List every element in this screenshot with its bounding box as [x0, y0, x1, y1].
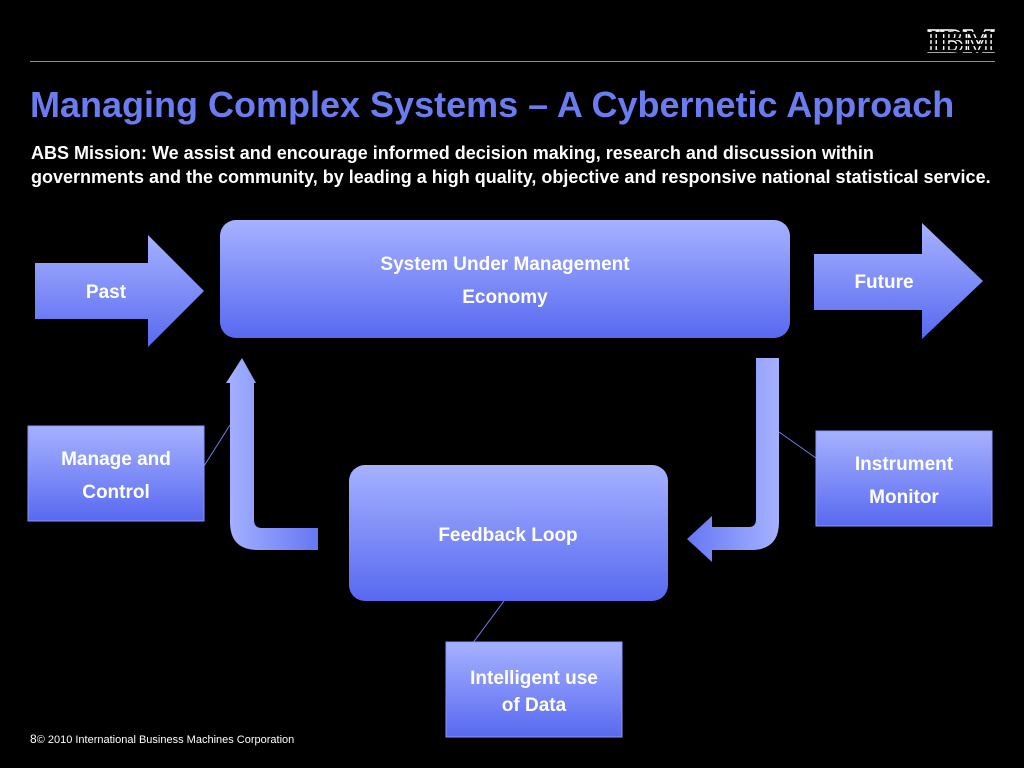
logo-stripes	[922, 25, 1000, 53]
future-label: Future	[854, 272, 913, 293]
copyright-text: © 2010 International Business Machines C…	[36, 734, 295, 746]
intelligent-use-of-data-box: Intelligent use of Data	[445, 641, 623, 738]
header-rule	[30, 61, 995, 62]
data-box-line-1: Intelligent use	[470, 668, 598, 689]
feedback-loop-box: Feedback Loop	[349, 465, 668, 601]
mission-statement: ABS Mission: We assist and encourage inf…	[31, 143, 991, 187]
data-box-line-2: of Data	[502, 695, 567, 716]
system-box-line-2: Economy	[462, 287, 548, 308]
feedback-loop-label: Feedback Loop	[438, 525, 577, 546]
ibm-logo-text: IBM	[927, 23, 995, 60]
feedback-arrow-down	[687, 358, 779, 562]
manage-and-control-box: Manage and Control	[27, 425, 205, 522]
past-arrow: Past	[35, 235, 204, 347]
past-label: Past	[86, 282, 127, 303]
slide-title: Managing Complex Systems – A Cybernetic …	[30, 84, 955, 125]
manage-box-line-1: Manage and	[61, 449, 171, 470]
footer: 8© 2010 International Business Machines …	[30, 732, 294, 746]
system-under-management-box: System Under Management Economy	[220, 220, 790, 338]
instrument-box-line-2: Monitor	[869, 487, 939, 508]
instrument-monitor-box: Instrument Monitor	[815, 430, 993, 527]
future-arrow: Future	[814, 223, 983, 339]
manage-box-line-2: Control	[82, 482, 150, 503]
page-number: 8	[30, 732, 37, 746]
system-box-line-1: System Under Management	[380, 254, 630, 275]
instrument-box-line-1: Instrument	[855, 454, 954, 475]
feedback-arrow-up	[226, 358, 318, 550]
ibm-logo-icon: IBM	[922, 22, 1000, 60]
